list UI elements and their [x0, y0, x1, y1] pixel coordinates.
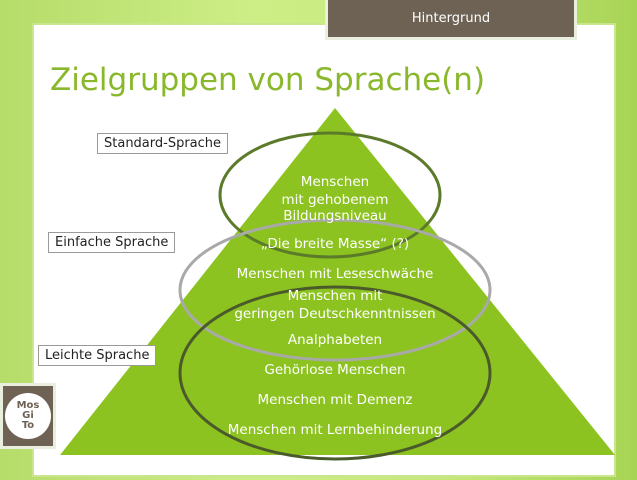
group-text: Analphabeten — [287, 332, 383, 348]
logo-text: Mos — [16, 400, 40, 411]
label-leichte-sprache: Leichte Sprache — [38, 345, 157, 366]
group-text: Bildungsniveau — [283, 208, 387, 224]
group-text: Menschen mit Lernbehinderung — [227, 422, 443, 438]
ellipse-einfach — [178, 218, 492, 362]
group-text: mit gehobenem — [281, 192, 389, 208]
logo-text: Gi — [22, 410, 34, 421]
group-text: Menschen mit Demenz — [257, 392, 413, 408]
section-tag: Hintergrund — [325, 0, 577, 40]
label-standard-sprache: Standard-Sprache — [97, 133, 229, 154]
ellipse-standard — [218, 131, 442, 259]
pyramid-triangle — [60, 108, 615, 455]
mosgito-logo: Mos Gi To — [0, 383, 56, 449]
slide-title: Zielgruppen von Sprache(n) — [50, 62, 486, 98]
group-text: Menschen mit — [287, 288, 383, 304]
logo-text: To — [21, 420, 35, 431]
group-text: Menschen — [300, 174, 370, 190]
group-text: geringen Deutschkenntnissen — [234, 306, 436, 322]
group-text: Menschen mit Leseschwäche — [236, 266, 434, 282]
group-text: „Die breite Masse“ (?) — [260, 236, 410, 252]
group-text: Gehörlose Menschen — [264, 362, 406, 378]
label-einfache-sprache: Einfache Sprache — [48, 232, 176, 253]
ellipse-leicht — [178, 285, 492, 461]
